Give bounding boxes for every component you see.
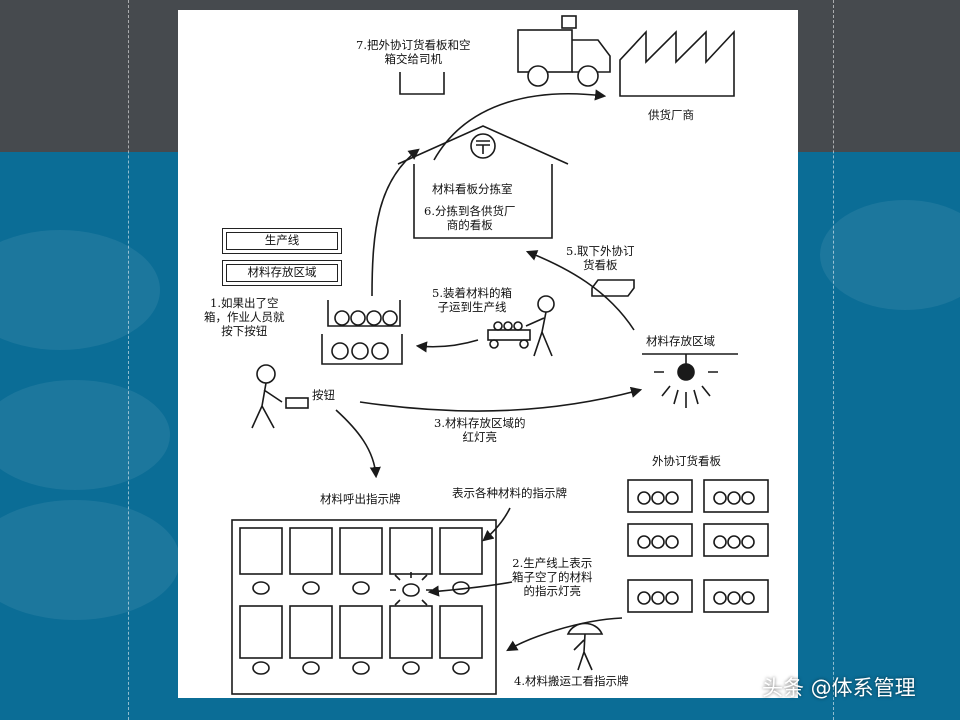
diagram-panel: 生产线 材料存放区域 7.把外协订货看板和空 箱交给司机 供货厂商 材料看板分拣…	[178, 10, 798, 698]
call-board-label: 材料呼出指示牌	[320, 492, 401, 506]
background-dashed-line	[833, 0, 834, 720]
supplier-label: 供货厂商	[648, 108, 694, 122]
sorting-room-label: 材料看板分拣室	[432, 182, 513, 196]
step-5-carry-label: 5.装着材料的箱 子运到生产线	[432, 286, 512, 314]
step-1-label: 1.如果出了空 箱，作业人员就 按下按钮	[204, 296, 285, 338]
step-3-label: 3.材料存放区域的 红灯亮	[434, 416, 526, 444]
kanban-flow-drawing	[231, 15, 769, 695]
arrow-board-desc	[482, 507, 511, 542]
step-2-label: 2.生产线上表示 箱子空了的材料 的指示灯亮	[512, 556, 593, 598]
storage-area-label-right: 材料存放区域	[646, 334, 715, 348]
arrow-to-call-board	[335, 409, 381, 479]
outsource-kanban-boxes	[627, 479, 769, 613]
material-call-board	[231, 519, 497, 695]
watermark: 头条 @体系管理	[762, 676, 916, 700]
truck-icon	[517, 15, 611, 87]
arrow-to-storage-lamp	[359, 386, 643, 412]
worker-pressing-button-icon	[251, 364, 309, 429]
background-cloud	[820, 200, 960, 310]
kanban-card-icon	[591, 279, 635, 297]
step-6-label: 6.分拣到各供货厂 商的看板	[424, 204, 516, 232]
sorting-room-icon	[397, 125, 569, 239]
arrow-transporter-to-board	[506, 617, 623, 652]
transporter-icon	[566, 622, 604, 671]
empty-box-icon	[327, 300, 401, 327]
background-cloud	[0, 500, 180, 620]
arrow-to-kanban-removal	[525, 250, 635, 331]
background-cloud	[0, 380, 170, 490]
storage-area-label-left: 材料存放区域	[222, 260, 342, 286]
factory-icon	[619, 29, 735, 97]
empty-box-icon	[399, 72, 445, 95]
arrow-to-supplier	[433, 89, 607, 161]
outsource-kanban-label: 外协订货看板	[652, 454, 721, 468]
background-cloud	[0, 230, 160, 350]
storage-lamp-icon	[642, 353, 738, 408]
step-7-label: 7.把外协订货看板和空 箱交给司机	[356, 38, 471, 66]
step-5-take-label: 5.取下外协订 货看板	[566, 244, 635, 272]
button-label: 按钮	[312, 388, 335, 402]
arrow-to-sorting-room	[371, 148, 420, 297]
production-line-label: 生产线	[222, 228, 342, 254]
material-box-icon	[321, 334, 403, 365]
background-dashed-line	[128, 0, 129, 720]
step-4-label: 4.材料搬运工看指示牌	[514, 674, 629, 688]
cart-worker-icon	[487, 295, 555, 357]
board-description-label: 表示各种材料的指示牌	[452, 486, 567, 500]
arrow-to-production-line	[415, 339, 479, 353]
arrow-lamp-indicator	[427, 581, 513, 597]
